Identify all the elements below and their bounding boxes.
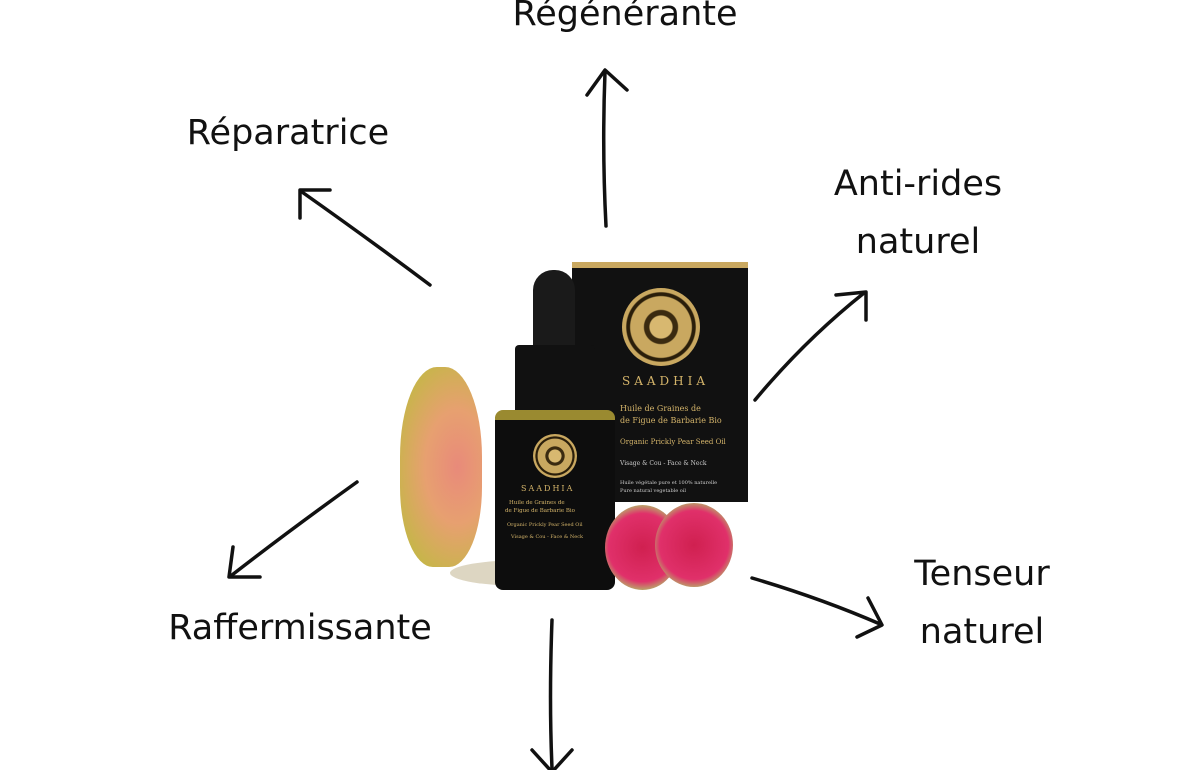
- brand-medallion-icon: [622, 288, 700, 366]
- arrow-up-left: [298, 188, 432, 287]
- box-brand: SAADHIA: [622, 374, 710, 388]
- bottle-medallion-icon: [533, 434, 577, 478]
- box-name-2: de Figue de Barbarie Bio: [620, 416, 722, 425]
- bottle-name-1: Huile de Graines de: [509, 500, 565, 506]
- label-tenseur-line1: Tenseur: [914, 554, 1050, 594]
- box-english: Organic Prickly Pear Seed Oil: [620, 438, 726, 446]
- label-tenseur: Tenseur naturel: [914, 545, 1050, 661]
- label-reparatrice: Réparatrice: [186, 113, 390, 153]
- bottle-english: Organic Prickly Pear Seed Oil: [507, 522, 583, 528]
- dropper-bulb: [533, 270, 575, 350]
- box-usage: Visage & Cou - Face & Neck: [620, 460, 707, 467]
- arrow-up-right: [753, 290, 868, 402]
- prickly-pear-fruit: [400, 367, 482, 567]
- arrow-down-left: [227, 480, 359, 579]
- label-anti-rides-line1: Anti-rides: [833, 164, 1003, 204]
- arrow-down: [530, 618, 574, 770]
- box-desc-1: Huile végétale pure et 100% naturelle: [620, 480, 718, 486]
- box-name-1: Huile de Graines de: [620, 404, 701, 413]
- label-regenerante: Régénérante: [512, 0, 738, 34]
- label-anti-rides: Anti-rides naturel: [834, 155, 1002, 271]
- bottle-brand: SAADHIA: [521, 484, 575, 493]
- dropper-cap: [515, 345, 595, 417]
- bottle-usage: Visage & Cou - Face & Neck: [511, 534, 584, 540]
- fruit-half-2: [655, 503, 733, 587]
- arrow-up: [585, 68, 629, 228]
- label-tenseur-line2: naturel: [919, 612, 1045, 652]
- label-anti-rides-line2: naturel: [855, 222, 981, 262]
- bottle-name-2: de Figue de Barbarie Bio: [505, 508, 575, 514]
- box-desc-2: Pure natural vegetable oil: [620, 488, 687, 494]
- label-raffermissante: Raffermissante: [168, 608, 432, 648]
- arrow-down-right: [750, 576, 884, 639]
- bottle: SAADHIA Huile de Graines de de Figue de …: [495, 410, 615, 590]
